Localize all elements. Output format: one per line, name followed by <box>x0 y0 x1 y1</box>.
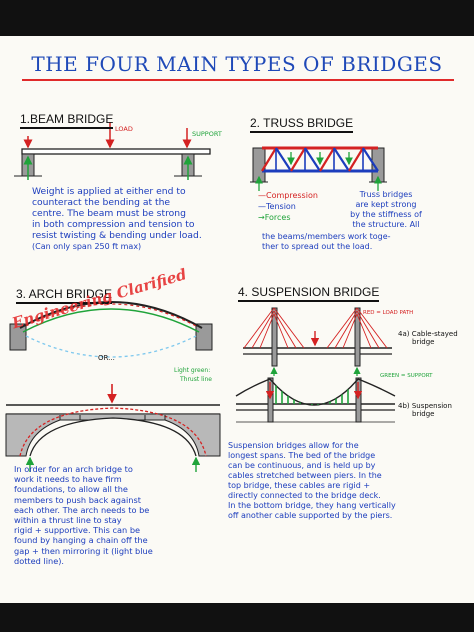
support-green-label: GREEN = SUPPORT <box>380 373 433 379</box>
load-path-label: RED = LOAD PATH <box>363 310 414 316</box>
beam-bridge-drawing <box>14 122 211 180</box>
arch-bridge-drawing-bottom <box>5 384 221 472</box>
truss-bridge-heading: 2. TRUSS BRIDGE <box>250 116 354 133</box>
truss-bridge-drawing <box>250 146 387 191</box>
diagram-sheet: THE FOUR MAIN TYPES OF BRIDGES <box>0 36 474 603</box>
truss-description-bottom: the beams/members work toge-ther to spre… <box>262 232 391 251</box>
page-title: THE FOUR MAIN TYPES OF BRIDGES <box>31 52 443 76</box>
suspension-bridge-drawing <box>235 377 396 423</box>
cable-stayed-bridge-drawing <box>243 307 392 376</box>
suspension-bridge-heading: 4. SUSPENSION BRIDGE <box>238 285 380 302</box>
bridge-drawings <box>5 122 396 472</box>
beam-bridge-heading: 1.BEAM BRIDGE <box>20 112 114 129</box>
or-label: OR... <box>98 354 115 362</box>
support-label: SUPPORT <box>192 130 222 138</box>
arch-bridge-drawing-top <box>9 301 213 358</box>
load-label: LOAD <box>115 125 133 133</box>
title-underline <box>22 79 454 81</box>
thrust-line-label: Thrust line <box>180 376 212 383</box>
light-green-label: Light green: <box>174 367 211 374</box>
truss-legend: —Compression —Tension →Forces <box>258 191 318 222</box>
arch-bridge-heading: 3. ARCH BRIDGE <box>16 287 113 304</box>
